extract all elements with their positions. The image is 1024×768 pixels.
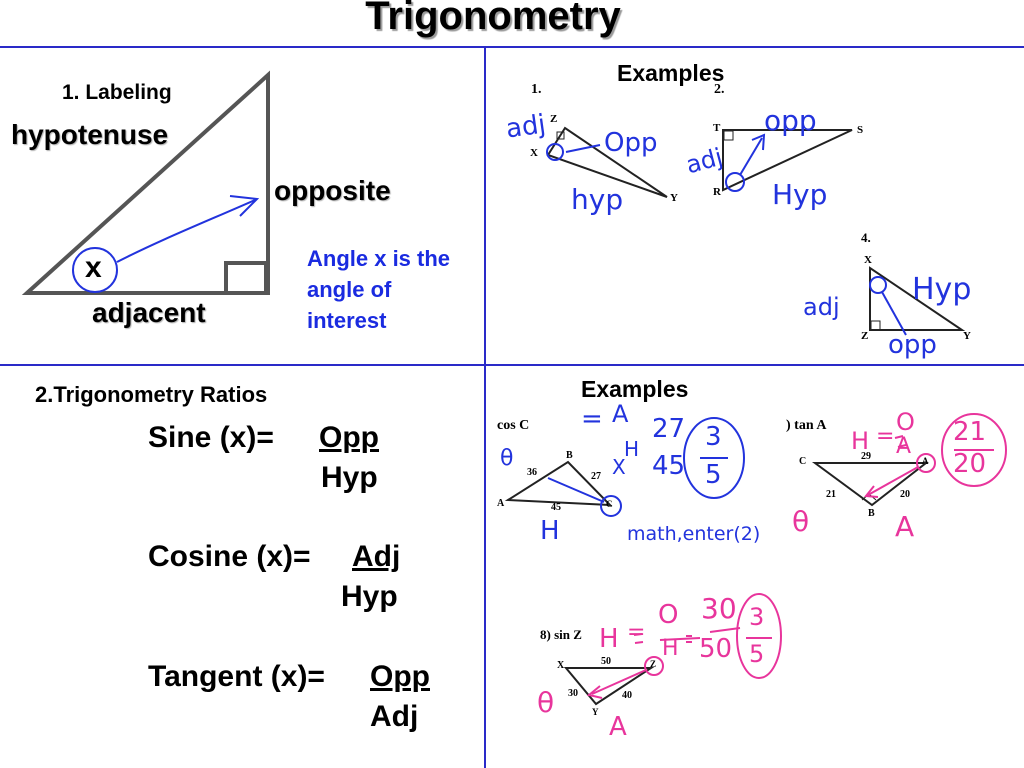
cosc-a-note: A	[612, 400, 629, 428]
ex2-vertex-s: S	[857, 124, 864, 136]
ex4-hyp-note: Hyp	[912, 272, 972, 307]
cosine-label: Cosine (x)=	[148, 540, 311, 573]
opposite-label: opposite	[274, 175, 391, 206]
tana-vertex-b: B	[868, 508, 875, 519]
tana-theta-note: θ	[792, 505, 810, 538]
tana-adj-mark: A	[895, 510, 915, 543]
sinz-hyp-note: H	[662, 636, 679, 661]
cosine-denominator: Hyp	[341, 580, 398, 613]
ex4-vertex-x: X	[864, 254, 872, 266]
sinz-h-note: H	[599, 624, 619, 654]
ex2-number: 2.	[714, 82, 725, 97]
sinz-side-50: 50	[601, 656, 611, 667]
labeling-heading: 1. Labeling	[62, 81, 172, 104]
tana-side-29: 29	[861, 451, 871, 462]
cosc-theta-note: θ	[500, 446, 514, 471]
tangent-label: Tangent (x)=	[148, 660, 325, 693]
examples-top-heading: Examples	[617, 60, 725, 86]
center-divider	[484, 46, 486, 768]
angle-of-interest-note: Angle x is the angle of interest	[307, 243, 450, 336]
cosc-side-36: 36	[527, 467, 537, 478]
sine-label: Sine (x)=	[148, 421, 274, 454]
sinz-theta-note: θ	[537, 686, 555, 719]
sinz-vertex-x: X	[557, 660, 565, 671]
ex1-vertex-y: Y	[670, 192, 678, 204]
angle-x-label: x	[85, 251, 102, 284]
cosc-equals-note: =	[581, 404, 603, 434]
ex1-vertex-x: X	[530, 147, 538, 159]
ex4-vertex-z: Z	[861, 330, 869, 342]
sine-numerator: Opp	[319, 421, 379, 454]
ex1-opp-note: Opp	[604, 128, 658, 158]
cosc-vertex-a: A	[497, 498, 505, 509]
ex4-adj-note: adj	[803, 293, 840, 321]
ex4-vertex-y: Y	[963, 330, 971, 342]
sine-denominator: Hyp	[321, 461, 378, 494]
cosine-numerator: Adj	[352, 540, 401, 573]
tana-vertex-c: C	[799, 456, 807, 467]
ex4-opp-note: opp	[888, 330, 937, 360]
tana-side-21: 21	[826, 489, 836, 500]
cosc-x-mark: X	[612, 455, 626, 479]
cosc-hyp-mark: H	[540, 516, 560, 546]
tana-prompt: ) tan A	[786, 418, 827, 433]
cosc-side-27: 27	[591, 471, 601, 482]
ex4-number: 4.	[861, 230, 871, 245]
tangent-denominator: Adj	[370, 700, 419, 733]
cosc-3-note: 3	[705, 422, 722, 452]
tana-h-note: H	[851, 427, 870, 455]
cosc-prompt: cos C	[497, 418, 530, 433]
hypotenuse-label: hypotenuse	[11, 119, 169, 150]
ex2-vertex-r: R	[713, 186, 721, 198]
tana-side-20: 20	[900, 489, 910, 500]
tana-equals-note: =	[876, 424, 895, 449]
cosc-vertex-c: C	[606, 499, 613, 509]
sinz-side-40: 40	[622, 690, 632, 701]
sinz-vertex-z: Z	[650, 659, 657, 669]
ex2-opp-note: opp	[764, 104, 817, 137]
cosc-45-note: 45	[652, 451, 686, 481]
ratios-heading: 2.Trigonometry Ratios	[35, 382, 268, 407]
sinz-equals-note: =	[627, 620, 646, 645]
tana-vertex-a: A	[922, 456, 929, 466]
cosc-side-45: 45	[551, 502, 561, 513]
sinz-prompt: 8) sin Z	[540, 627, 582, 642]
sinz-5-note: 5	[749, 640, 765, 668]
sinz-50-note: 50	[699, 634, 733, 664]
tana-21-note: 21	[953, 417, 987, 447]
sinz-side-30: 30	[568, 688, 578, 699]
tangent-numerator: Opp	[370, 660, 430, 693]
adjacent-label: adjacent	[92, 297, 206, 328]
ex2-vertex-t: T	[713, 122, 721, 134]
page-title: Trigonometry	[365, 0, 621, 38]
tana-o-note: O	[896, 408, 915, 436]
note-line-2: angle of	[307, 277, 392, 302]
note-line-3: interest	[307, 308, 387, 333]
sinz-30-note: 30	[701, 592, 737, 625]
sinz-3-note: 3	[749, 603, 765, 631]
sinz-vertex-y: Y	[592, 707, 599, 717]
cosc-27-note: 27	[652, 414, 686, 444]
cosc-vertex-b: B	[566, 450, 573, 461]
tana-20-note: 20	[953, 449, 987, 479]
examples-bottom-heading: Examples	[581, 376, 689, 402]
sinz-o-note: O	[658, 600, 679, 630]
cosc-h-note: H	[624, 437, 640, 461]
top-divider	[0, 46, 1024, 48]
tana-a-note: A	[896, 434, 912, 459]
ex1-hyp-note: hyp	[571, 183, 624, 216]
middle-divider	[0, 364, 1024, 366]
note-line-1: Angle x is the	[307, 246, 451, 271]
cosc-calculator-note: math,enter(2)	[627, 523, 761, 545]
ex1-vertex-z: Z	[550, 113, 558, 125]
ex2-hyp-note: Hyp	[772, 178, 828, 211]
cosc-5-note: 5	[705, 460, 722, 490]
sinz-adj-mark: A	[609, 712, 627, 742]
ex1-number: 1.	[531, 82, 542, 97]
